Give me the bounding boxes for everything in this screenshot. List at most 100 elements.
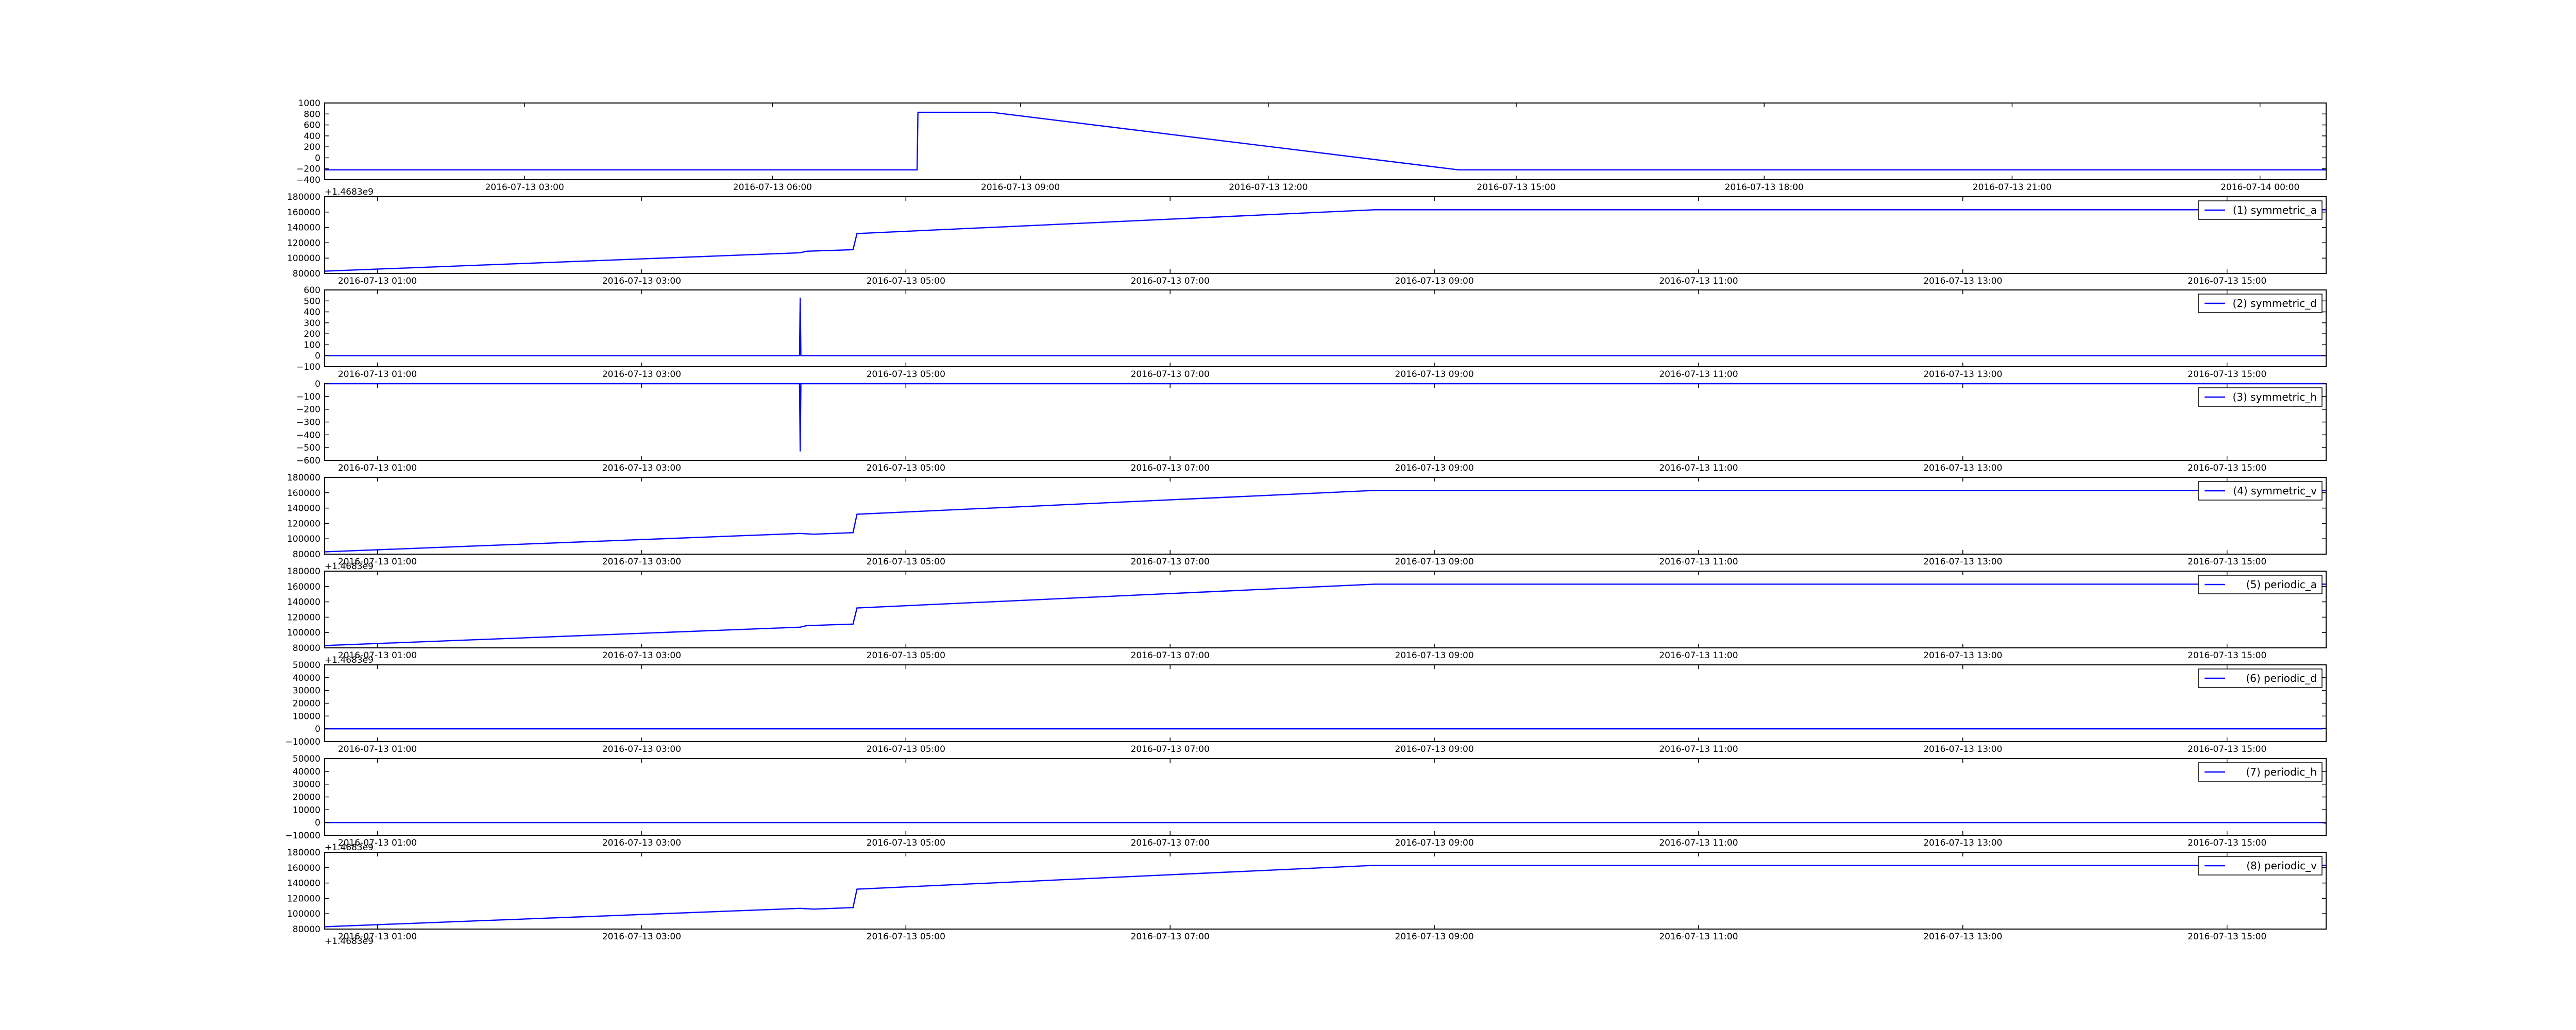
x-tick-label: 2016-07-13 11:00 [1659,932,1738,942]
x-tick-label: 2016-07-13 05:00 [867,838,945,848]
x-tick-label: 2016-07-13 07:00 [1131,932,1210,942]
x-tick-label: 2016-07-13 01:00 [338,650,417,661]
x-tick-label: 2016-07-13 05:00 [867,744,945,754]
series-line [324,490,2326,553]
x-tick-label: 2016-07-13 15:00 [2188,650,2266,661]
legend: (5) periodic_a [2198,575,2323,594]
x-tick-label: 2016-07-13 13:00 [1923,463,2002,473]
x-tick-label: 2016-07-13 13:00 [1923,276,2002,286]
y-tick-label: 600 [304,121,320,131]
y-tick-label: −100 [296,362,320,372]
y-tick-label: 100000 [287,909,320,919]
subplot-5: 180000160000140000120000100000800002016-… [287,473,2327,572]
x-tick-label: 2016-07-13 13:00 [1923,369,2002,380]
x-tick-label: 2016-07-13 03:00 [602,369,681,380]
y-tick-label: 200 [304,329,320,339]
y-tick-label: 80000 [293,924,320,935]
x-tick-label: 2016-07-13 13:00 [1923,650,2002,661]
y-tick-label: 40000 [293,767,320,777]
x-tick-label: 2016-07-13 06:00 [733,182,812,193]
axes-frame [324,852,2327,930]
legend-box [2198,762,2323,782]
legend-label: (8) periodic_v [2246,860,2317,872]
x-tick-label: 2016-07-13 07:00 [1131,650,1210,661]
y-tick-label: 80000 [293,550,320,560]
y-tick-label: 0 [315,153,320,163]
series-line [325,821,2327,824]
axes-frame [324,383,2327,461]
x-tick-label: 2016-07-13 05:00 [867,650,945,661]
legend: (3) symmetric_h [2198,387,2323,407]
x-tick-label: 2016-07-13 13:00 [1923,838,2002,848]
y-tick-label: 300 [304,318,320,329]
x-tick-label: 2016-07-13 09:00 [1395,932,1473,942]
x-tick-label: 2016-07-14 00:00 [2221,182,2299,193]
x-tick-label: 2016-07-13 11:00 [1659,369,1738,380]
x-tick-label: 2016-07-13 09:00 [981,182,1060,193]
axes-frame [324,289,2327,367]
y-tick-label: −200 [296,405,320,415]
x-tick-label: 2016-07-13 01:00 [338,744,417,754]
x-tick-label: 2016-07-13 11:00 [1659,744,1738,754]
y-tick-label: −600 [296,456,320,466]
y-tick-label: 160000 [287,208,320,218]
x-tick-label: 2016-07-13 07:00 [1131,838,1210,848]
x-tick-label: 2016-07-13 03:00 [602,557,681,567]
x-tick-label: 2016-07-13 05:00 [867,463,945,473]
x-tick-label: 2016-07-13 13:00 [1923,744,2002,754]
axes-frame [324,102,2327,180]
x-tick-label: 2016-07-13 15:00 [2188,369,2266,380]
x-tick-label: 2016-07-13 15:00 [2188,276,2266,286]
x-tick-label: 2016-07-13 07:00 [1131,463,1210,473]
y-tick-label: −10000 [285,737,320,747]
y-tick-label: −200 [296,164,320,175]
series-line [324,209,2326,272]
x-tick-label: 2016-07-13 03:00 [602,838,681,848]
x-offset-label: +1.4683e9 [325,843,374,853]
x-tick-label: 2016-07-13 07:00 [1131,276,1210,286]
legend: (6) periodic_d [2198,668,2323,688]
y-tick-label: 20000 [293,699,320,709]
x-tick-label: 2016-07-13 03:00 [602,463,681,473]
series-line [324,583,2326,646]
legend: (1) symmetric_a [2198,200,2323,220]
x-tick-label: 2016-07-13 11:00 [1659,650,1738,661]
y-tick-label: −500 [296,443,320,453]
y-tick-label: 140000 [287,223,320,233]
series-line [325,383,2326,452]
legend: (8) periodic_v [2198,856,2323,876]
y-tick-label: 80000 [293,643,320,654]
y-tick-label: 180000 [287,848,320,858]
y-tick-label: 160000 [287,488,320,499]
subplot-2: 180000160000140000120000100000800002016-… [287,192,2327,286]
y-tick-label: −400 [296,175,320,185]
y-tick-label: 100000 [287,253,320,264]
y-tick-label: 1000 [298,98,320,109]
x-tick-label: 2016-07-13 01:00 [338,838,417,848]
y-tick-label: −300 [296,418,320,428]
x-tick-label: 2016-07-13 12:00 [1229,182,1308,193]
x-tick-label: 2016-07-13 21:00 [1973,182,2052,193]
series-line [325,111,2326,170]
y-tick-label: 0 [315,818,320,828]
subplot-7: 50000400003000020000100000−100002016-07-… [285,660,2327,754]
axes-frame [324,664,2327,742]
x-tick-label: 2016-07-13 13:00 [1923,557,2002,567]
y-tick-label: 120000 [287,519,320,529]
series-line [324,865,2326,928]
y-tick-label: 400 [304,131,320,142]
legend-label: (6) periodic_d [2246,672,2317,684]
y-tick-label: 30000 [293,780,320,790]
y-tick-label: 120000 [287,238,320,248]
series-line [325,297,2326,356]
x-tick-label: 2016-07-13 11:00 [1659,276,1738,286]
legend-label: (3) symmetric_h [2232,391,2317,403]
axes-frame [324,196,2327,274]
y-tick-label: 0 [315,351,320,362]
legend-label: (1) symmetric_a [2233,204,2317,216]
y-tick-label: 600 [304,285,320,296]
x-tick-label: 2016-07-13 11:00 [1659,463,1738,473]
axes-frame [324,758,2327,836]
x-tick-label: 2016-07-13 07:00 [1131,744,1210,754]
